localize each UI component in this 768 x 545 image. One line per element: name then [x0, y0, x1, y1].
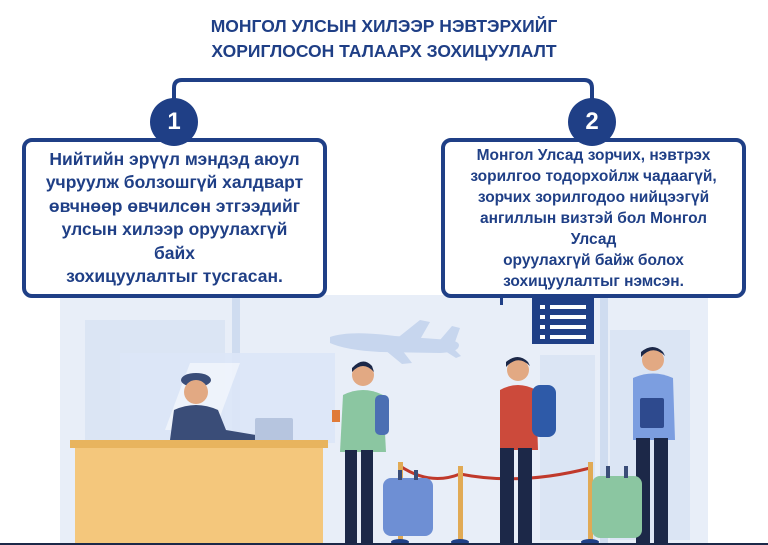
departure-board-icon — [500, 295, 594, 344]
point-number-2: 2 — [568, 98, 616, 146]
desk-front — [75, 448, 323, 545]
page-title: МОНГОЛ УЛСЫН ХИЛЭЭР НЭВТЭРХИЙГ ХОРИГЛОСО… — [0, 14, 768, 64]
point-1-line: зохицуулалтыг тусгасан. — [66, 266, 283, 286]
point-box-1: Нийтийн эрүүл мэндэд аюул учруулж болзош… — [22, 138, 327, 298]
ground-line — [0, 543, 768, 545]
point-1-line: улсын хилээр оруулахгүй байх — [61, 219, 288, 263]
point-2-text: Монгол Улсад зорчих, нэвтрэх зорилгоо то… — [457, 145, 730, 292]
point-2-line: зохицуулалтыг нэмсэн. — [503, 272, 684, 290]
traveler-figure-1 — [332, 361, 433, 545]
officer-figure — [170, 373, 293, 444]
point-1-line: өвчнөөр өвчилсөн этгээдийг — [48, 195, 301, 216]
point-2-line: зорчих зорилгодоо нийцээгүй — [477, 188, 710, 206]
connector-line — [172, 78, 594, 122]
traveler-figure-3 — [592, 347, 675, 545]
desk-top — [70, 440, 328, 448]
point-2-line: оруулахгүй байж болох — [503, 251, 684, 269]
traveler-figure-2 — [500, 357, 556, 545]
title-line-1: МОНГОЛ УЛСЫН ХИЛЭЭР НЭВТЭРХИЙГ — [210, 16, 558, 36]
point-2-line: зорилгоо тодорхойлж чадаагүй, — [470, 167, 717, 185]
point-box-2: Монгол Улсад зорчих, нэвтрэх зорилгоо то… — [441, 138, 746, 298]
point-1-line: Нийтийн эрүүл мэндэд аюул — [49, 148, 300, 169]
point-number-1: 1 — [150, 98, 198, 146]
title-line-2: ХОРИГЛОСОН ТАЛААРХ ЗОХИЦУУЛАЛТ — [211, 41, 557, 61]
point-1-line: учруулж болзошгүй халдварт — [45, 172, 304, 192]
point-2-line: Монгол Улсад зорчих, нэвтрэх — [476, 146, 711, 164]
airplane-icon — [330, 320, 461, 364]
point-2-line: ангиллын визтэй бол Монгол Улсад — [479, 209, 708, 248]
point-1-text: Нийтийн эрүүл мэндэд аюул учруулж болзош… — [40, 148, 309, 289]
